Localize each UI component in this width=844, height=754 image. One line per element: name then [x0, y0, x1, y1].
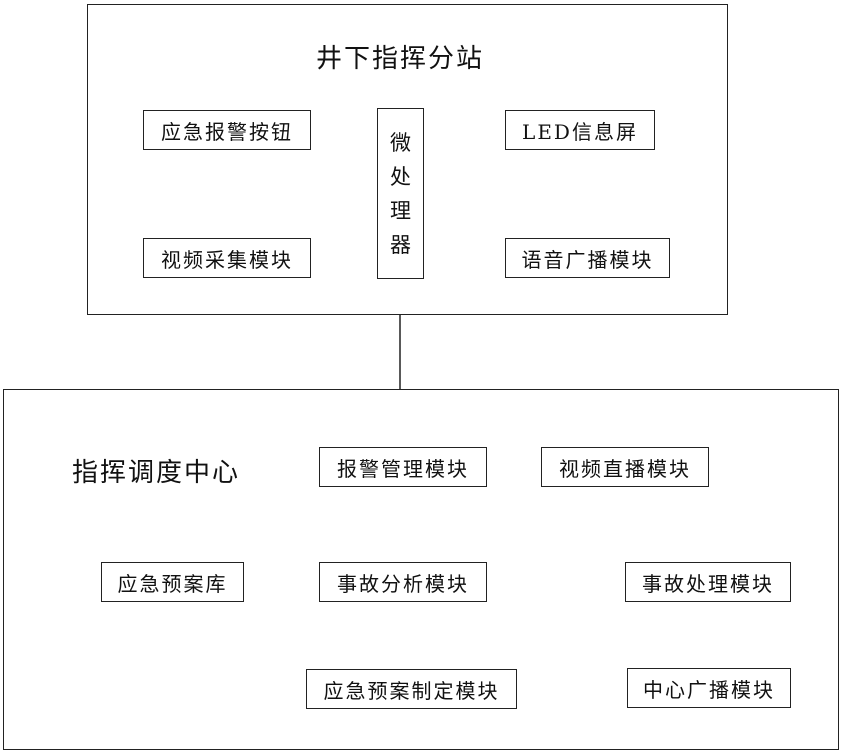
emergency-alarm-button-box: 应急报警按钮 [143, 110, 311, 150]
accident-handling-module-box: 事故处理模块 [625, 562, 791, 602]
microprocessor-char-3: 理 [390, 198, 411, 223]
microprocessor-char-2: 处 [390, 164, 411, 189]
emergency-plan-library-box: 应急预案库 [101, 562, 244, 602]
video-live-module-box: 视频直播模块 [541, 447, 709, 487]
emergency-plan-making-module-box: 应急预案制定模块 [306, 669, 517, 709]
dispatch-center-title: 指挥调度中心 [72, 458, 241, 488]
alarm-management-module-box: 报警管理模块 [319, 447, 487, 487]
accident-analysis-module-box: 事故分析模块 [319, 562, 487, 602]
microprocessor-char-1: 微 [390, 130, 411, 155]
center-broadcast-module-box: 中心广播模块 [627, 668, 791, 708]
microprocessor-box: 微 处 理 器 [377, 108, 424, 279]
microprocessor-char-4: 器 [390, 232, 411, 257]
video-capture-module-box: 视频采集模块 [143, 238, 311, 278]
underground-station-title: 井下指挥分站 [316, 44, 485, 74]
led-screen-box: LED信息屏 [505, 110, 655, 150]
voice-broadcast-module-box: 语音广播模块 [505, 238, 670, 278]
